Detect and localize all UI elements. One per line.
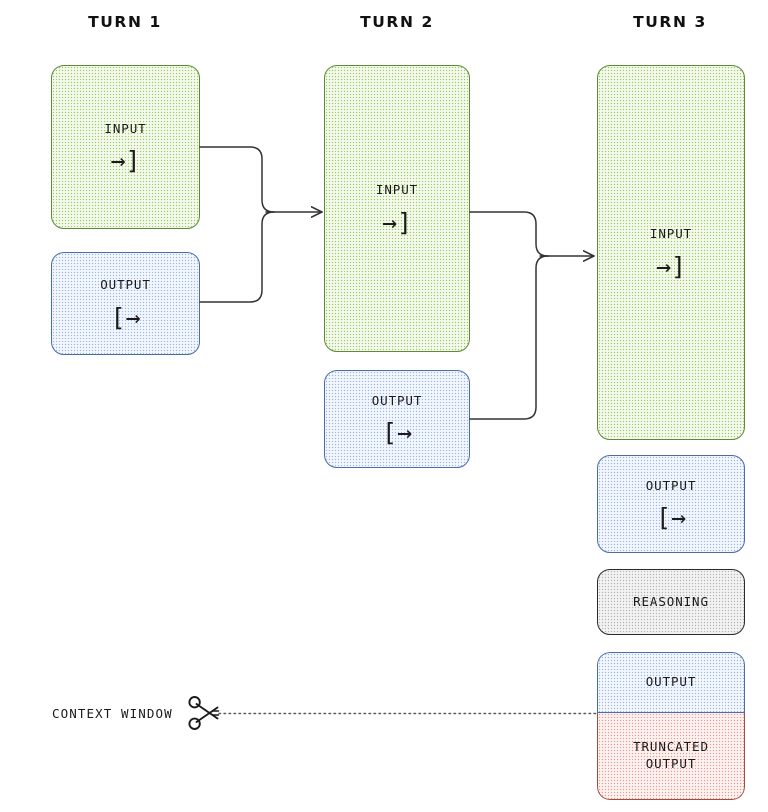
input-arrow-icon: →] <box>110 146 141 176</box>
turn-3-truncated-block[interactable]: OUTPUT TRUNCATED OUTPUT <box>597 652 745 800</box>
turn-3-output-kept-half[interactable]: OUTPUT <box>597 652 745 713</box>
output-arrow-icon: [→ <box>381 418 413 448</box>
input-arrow-icon: →] <box>655 251 687 281</box>
turn-1-output-block[interactable]: OUTPUT [→ <box>51 252 200 355</box>
turn-3-output-block[interactable]: OUTPUT [→ <box>597 455 745 553</box>
turn-3-input-label: INPUT <box>649 226 693 242</box>
turn-1-title: TURN 1 <box>88 13 162 31</box>
turn-3-truncated-label: TRUNCATED OUTPUT <box>633 739 709 771</box>
turn-2-output-label: OUTPUT <box>371 392 423 408</box>
turn-2-output-block[interactable]: OUTPUT [→ <box>324 370 470 468</box>
wire-t2-input-to-t3 <box>469 211 549 257</box>
output-arrow-icon: [→ <box>655 503 687 533</box>
turn-2-input-block[interactable]: INPUT →] <box>324 65 470 352</box>
context-window-label: CONTEXT WINDOW <box>52 706 173 721</box>
turn-3-output-label: OUTPUT <box>645 477 697 493</box>
turn-3-output-kept-label: OUTPUT <box>645 674 697 690</box>
input-arrow-icon: →] <box>381 207 413 237</box>
turn-3-reasoning-block[interactable]: REASONING <box>597 569 745 635</box>
turn-3-reasoning-label: REASONING <box>633 593 709 609</box>
turn-2-input-label: INPUT <box>375 182 419 198</box>
output-arrow-icon: [→ <box>110 302 141 332</box>
turn-3-truncated-half[interactable]: TRUNCATED OUTPUT <box>597 713 745 800</box>
turn-2-title: TURN 2 <box>360 13 434 31</box>
turn-1-output-label: OUTPUT <box>100 277 151 293</box>
scissors-icon <box>188 696 220 730</box>
wire-t1-output-to-t2 <box>199 211 275 303</box>
turn-3-input-block[interactable]: INPUT →] <box>597 65 745 440</box>
turn-1-input-block[interactable]: INPUT →] <box>51 65 200 229</box>
wire-t2-output-to-t3 <box>469 255 549 420</box>
turn-3-title: TURN 3 <box>633 13 707 31</box>
wire-t1-input-to-t2 <box>199 146 275 213</box>
turn-1-input-label: INPUT <box>104 120 147 136</box>
